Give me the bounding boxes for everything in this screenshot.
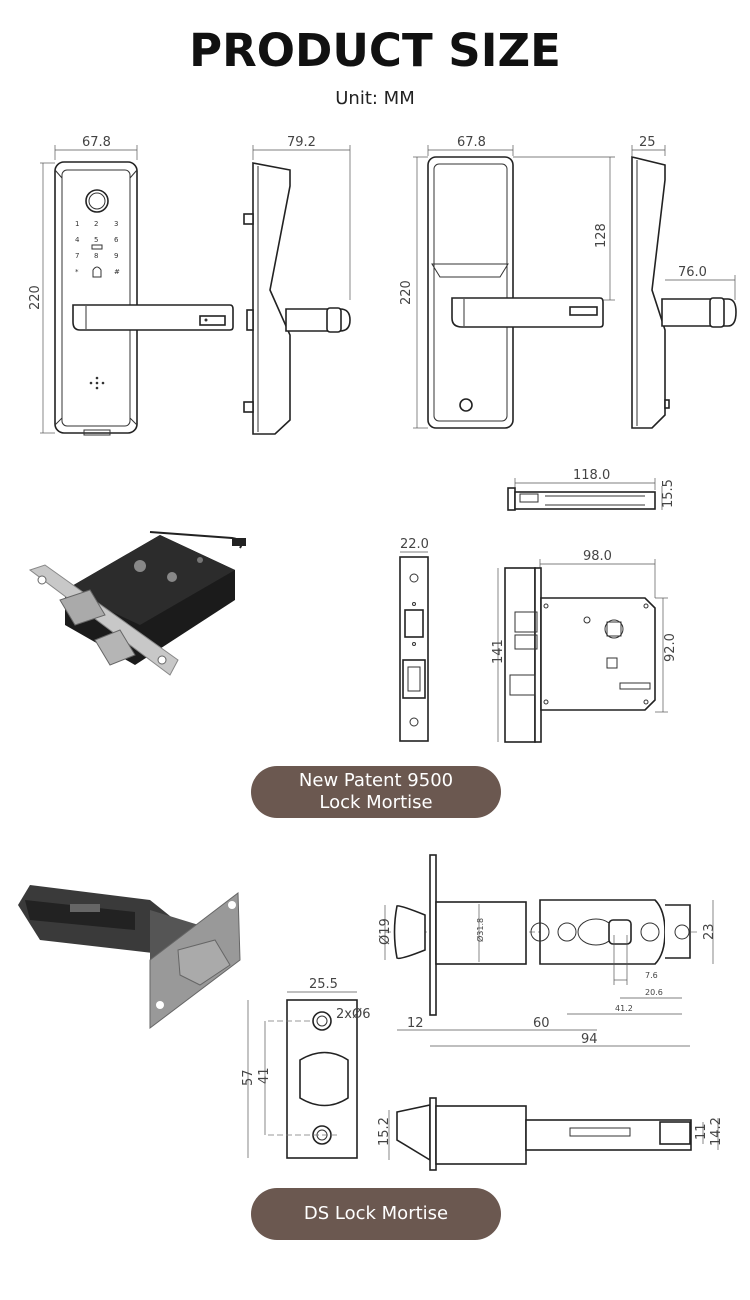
back-lock-drawing: 67.8 220 128 bbox=[399, 135, 615, 429]
mortise-top-view: 118.0 15.5 bbox=[507, 468, 676, 511]
latch-tail-height-label: 23 bbox=[702, 923, 717, 940]
svg-text:#: # bbox=[114, 268, 120, 276]
front-handle bbox=[72, 304, 234, 331]
svg-text:9: 9 bbox=[114, 252, 118, 260]
front-side-depth-label: 79.2 bbox=[287, 135, 316, 150]
latch-side-drawing: Ø19 Ø31.8 23 7.6 20.6 41.2 12 60 bbox=[378, 854, 717, 1047]
latch-height-label: 15.2 bbox=[377, 1117, 392, 1146]
dim-94-label: 94 bbox=[581, 1032, 598, 1047]
ds-mortise-label-text: DS Lock Mortise bbox=[303, 1203, 449, 1224]
speaker-icon bbox=[89, 376, 105, 390]
mortise-side-view: 98.0 141 92.0 bbox=[491, 549, 678, 743]
mortise-label-line2: Lock Mortise bbox=[319, 792, 433, 813]
strike-height-label: 57 bbox=[241, 1069, 256, 1086]
dim-41-2-label: 41.2 bbox=[615, 1004, 633, 1013]
dim-7-6-label: 7.6 bbox=[645, 971, 658, 980]
front-lock-drawing: 67.8 220 1 2 3 4 5 6 7 8 9 * # bbox=[28, 135, 234, 436]
strike-holes-label: 2xØ6 bbox=[336, 1007, 370, 1022]
handle-length-label: 76.0 bbox=[678, 265, 707, 280]
front-width-label: 67.8 bbox=[82, 135, 111, 150]
svg-text:6: 6 bbox=[114, 236, 119, 244]
mortise-photo bbox=[28, 531, 246, 676]
mortise-faceplate-view: 22.0 bbox=[399, 537, 429, 742]
keypad: 1 2 3 4 5 6 7 8 9 * # bbox=[75, 220, 120, 278]
hole-spacing-label: 41 bbox=[257, 1067, 272, 1084]
svg-text:5: 5 bbox=[94, 236, 98, 244]
mortise-top-thickness-label: 15.5 bbox=[661, 479, 676, 508]
svg-text:4: 4 bbox=[75, 236, 80, 244]
body-diameter-label: Ø31.8 bbox=[475, 918, 485, 942]
unit-label: Unit: MM bbox=[335, 88, 415, 109]
svg-text:3: 3 bbox=[114, 220, 118, 228]
mortise-body-width-label: 98.0 bbox=[583, 549, 612, 564]
strike-plate-drawing: 25.5 57 41 2xØ6 bbox=[241, 977, 370, 1159]
latch-photo bbox=[18, 885, 241, 1030]
back-height-label: 220 bbox=[399, 280, 414, 305]
dim-60-label: 60 bbox=[533, 1016, 550, 1031]
back-side-drawing: 25 76.0 bbox=[631, 135, 737, 429]
mortise-faceplate-height-label: 141 bbox=[491, 639, 506, 664]
svg-text:2: 2 bbox=[94, 220, 98, 228]
svg-text:1: 1 bbox=[75, 220, 79, 228]
latch-diameter-label: Ø19 bbox=[378, 918, 393, 945]
mortise-9500-label: New Patent 9500 Lock Mortise bbox=[251, 766, 501, 818]
tail-outer-label: 14.2 bbox=[709, 1117, 724, 1146]
mortise-top-length-label: 118.0 bbox=[573, 468, 610, 483]
dim-12-label: 12 bbox=[407, 1016, 424, 1031]
ds-mortise-label: DS Lock Mortise bbox=[251, 1188, 501, 1240]
svg-text:*: * bbox=[75, 268, 79, 276]
tail-inner-label: 11 bbox=[694, 1123, 709, 1140]
handle-height-label: 128 bbox=[594, 223, 609, 248]
svg-text:7: 7 bbox=[75, 252, 79, 260]
mortise-label-line1: New Patent 9500 bbox=[298, 770, 454, 791]
dim-20-6-label: 20.6 bbox=[645, 988, 663, 997]
back-side-depth-label: 25 bbox=[639, 135, 656, 150]
doorbell-icon bbox=[92, 266, 102, 278]
strike-width-label: 25.5 bbox=[309, 977, 338, 992]
mortise-body-height-label: 92.0 bbox=[663, 633, 678, 662]
front-side-drawing: 79.2 bbox=[243, 135, 351, 435]
keyhole-icon bbox=[459, 398, 473, 412]
front-height-label: 220 bbox=[28, 285, 43, 310]
svg-text:8: 8 bbox=[94, 252, 98, 260]
latch-top-drawing: 15.2 11 14.2 bbox=[377, 1097, 724, 1171]
back-width-label: 67.8 bbox=[457, 135, 486, 150]
faceplate-width-label: 22.0 bbox=[400, 537, 429, 552]
page-title: PRODUCT SIZE bbox=[189, 24, 561, 77]
